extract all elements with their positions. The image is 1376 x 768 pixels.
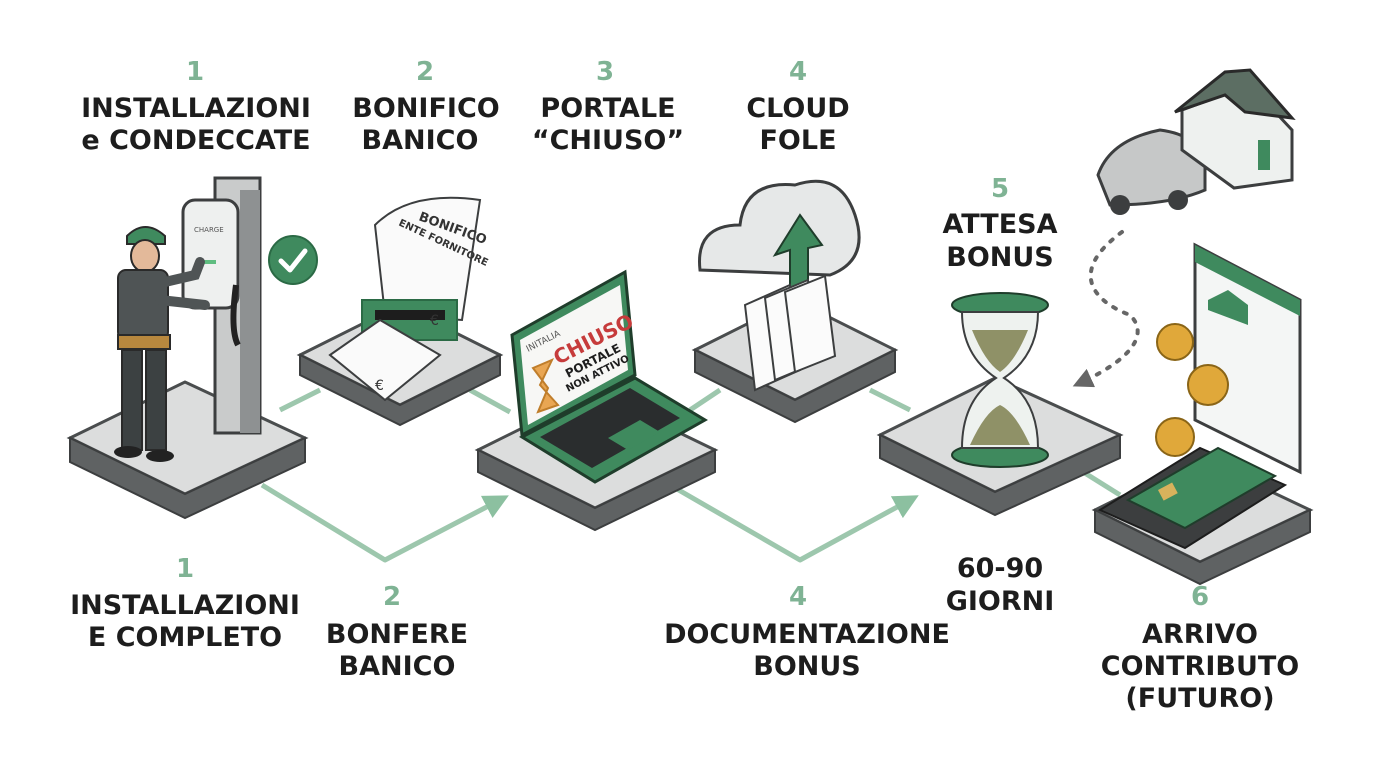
checkmark-icon bbox=[268, 235, 318, 285]
step6-bottom-line2: CONTRIBUTO bbox=[1101, 651, 1300, 682]
connector-top-3-4 bbox=[688, 387, 722, 413]
step3-top-number: 3 bbox=[596, 57, 614, 87]
step4-bottom-number: 4 bbox=[789, 582, 807, 612]
connectors bbox=[260, 387, 1122, 563]
step1-bottom-line1: INSTALLAZIONI bbox=[70, 590, 300, 621]
step6-bottom-line1: ARRIVO bbox=[1142, 619, 1258, 650]
house-icon bbox=[1174, 68, 1296, 190]
bank-page-icon bbox=[1193, 242, 1302, 475]
top-labels: 1 INSTALLAZIONI e CONDECCATE 2 BONIFICO … bbox=[81, 57, 1058, 273]
step2-top-line2: BANICO bbox=[362, 125, 479, 156]
cloud-upload-icon bbox=[698, 179, 861, 392]
step3-top-line1: PORTALE bbox=[540, 93, 675, 124]
receipt-icon: € € bbox=[328, 196, 482, 402]
step4-top-line2: FOLE bbox=[759, 125, 836, 156]
step5-top-line1: ATTESA bbox=[942, 209, 1057, 240]
step4-bottom-line2: BONUS bbox=[753, 651, 861, 682]
step1-top-line2: e CONDECCATE bbox=[81, 125, 310, 156]
euro-coins-icon bbox=[1155, 323, 1229, 457]
laptop-icon bbox=[510, 269, 708, 484]
wait-time-line1: 60-90 bbox=[957, 553, 1043, 584]
ev-charger-icon bbox=[181, 176, 262, 435]
receipt-currency-lower: € bbox=[375, 378, 384, 394]
bottom-labels: 1 INSTALLAZIONI E COMPLETO 2 BONFERE BAN… bbox=[70, 553, 1299, 714]
connector-top-2-3 bbox=[468, 387, 512, 415]
step4-top-line1: CLOUD bbox=[746, 93, 849, 124]
charger-brand-label: CHARGE bbox=[194, 226, 224, 234]
step3-top-line2: “CHIUSO” bbox=[532, 125, 684, 156]
receipt-currency-upper: € bbox=[430, 313, 439, 329]
step4-top-number: 4 bbox=[789, 57, 807, 87]
hourglass-small-icon bbox=[531, 358, 560, 414]
dotted-link-arrow bbox=[1072, 230, 1140, 388]
step2-bottom-number: 2 bbox=[383, 582, 401, 612]
step2-top-line1: BONIFICO bbox=[352, 93, 499, 124]
step5-top-number: 5 bbox=[991, 174, 1009, 204]
step2-bottom-line1: BONFERE bbox=[326, 619, 468, 650]
step6-bottom-line3: (FUTURO) bbox=[1125, 683, 1274, 714]
step1-top-number: 1 bbox=[186, 57, 204, 87]
step1-top-line1: INSTALLAZIONI bbox=[81, 93, 311, 124]
step5-top-line2: BONUS bbox=[946, 242, 1054, 273]
wait-time-line2: GIORNI bbox=[946, 586, 1055, 617]
connector-top-1-2 bbox=[278, 387, 322, 413]
platform-1 bbox=[66, 380, 309, 520]
step1-bottom-number: 1 bbox=[176, 554, 194, 584]
card-wallet-icon bbox=[1097, 446, 1288, 550]
worker-icon bbox=[114, 226, 210, 462]
step6-bottom-number: 6 bbox=[1191, 582, 1209, 612]
step1-bottom-line2: E COMPLETO bbox=[88, 622, 282, 653]
connector-3-4 bbox=[668, 482, 919, 563]
step2-bottom-line2: BANICO bbox=[339, 651, 456, 682]
hourglass-icon bbox=[951, 292, 1049, 468]
car-icon bbox=[1096, 128, 1207, 215]
step4-bottom-line1: DOCUMENTAZIONE bbox=[664, 619, 950, 650]
connector-top-4-5 bbox=[868, 387, 912, 413]
step2-top-number: 2 bbox=[416, 57, 434, 87]
connector-1-2 bbox=[260, 482, 509, 563]
